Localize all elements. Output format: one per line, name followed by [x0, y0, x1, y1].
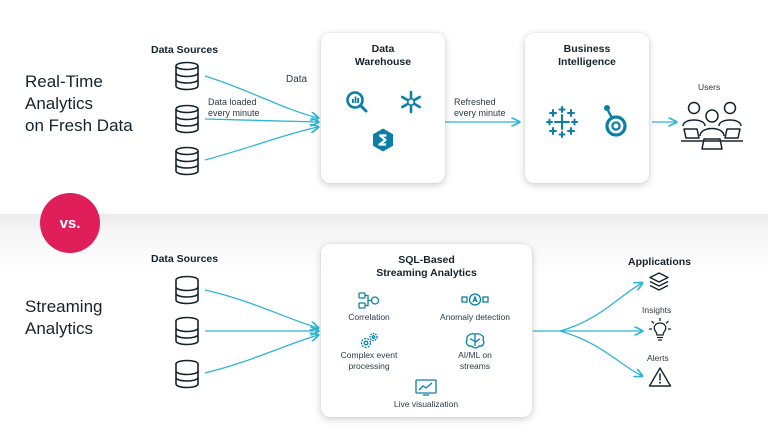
business-intelligence-card: Business Intelligence	[525, 33, 649, 183]
title-line: Streaming Analytics	[376, 267, 477, 279]
streaming-analytics-title: Streaming Analytics	[25, 296, 102, 340]
complex-event-processing-icon	[360, 332, 378, 349]
label-line: AI/ML on	[458, 350, 492, 360]
insights-label: Insights	[642, 305, 672, 315]
data-warehouse-card: Data Warehouse	[321, 33, 445, 183]
title-line: Analytics	[25, 94, 94, 113]
card-title: SQL-Based Streaming Analytics	[321, 254, 532, 280]
realtime-analytics-title: Real-Time Analytics on Fresh Data	[25, 71, 133, 137]
data-loaded-label: Data loaded every minute	[208, 97, 260, 119]
snowflake-icon	[401, 90, 421, 114]
label-line: Data loaded	[208, 97, 257, 107]
label-line: Complex event	[340, 350, 398, 360]
data-sources-label-top: Data Sources	[151, 44, 219, 56]
data-sources-label-bottom: Data Sources	[151, 253, 219, 265]
ai-ml-brain-icon	[465, 333, 485, 349]
anomaly-detection-icon	[461, 293, 489, 306]
title-line: Warehouse	[354, 56, 412, 68]
label-line: streams	[459, 361, 491, 371]
refreshed-label: Refreshed every minute	[454, 97, 506, 119]
applications-layers-icon	[649, 272, 669, 291]
lightbulb-icon	[648, 317, 672, 341]
database-icon	[175, 104, 199, 134]
users-label: Users	[698, 82, 721, 92]
vs-badge: vs.	[40, 193, 100, 253]
anomaly-detection-label: Anomaly detection	[440, 312, 510, 322]
label-line: Refreshed	[454, 97, 496, 107]
title-line: Analytics	[25, 319, 94, 338]
database-icon	[175, 359, 199, 389]
title-line: Data	[371, 43, 395, 55]
label-line: every minute	[454, 108, 506, 118]
title-line: SQL-Based	[398, 254, 455, 266]
database-icon	[175, 275, 199, 305]
label-line: every minute	[208, 108, 260, 118]
ai-ml-label: AI/ML on streams	[435, 350, 515, 372]
correlation-label: Correlation	[348, 312, 390, 322]
sql-streaming-analytics-card: SQL-Based Streaming Analytics Correlatio…	[321, 244, 532, 417]
title-line: on Fresh Data	[25, 116, 133, 135]
title-line: Business	[563, 43, 611, 55]
data-label: Data	[286, 74, 308, 85]
title-line: Streaming	[25, 297, 103, 316]
live-visualization-icon	[415, 379, 437, 396]
bottom-arrows	[204, 214, 768, 442]
complex-event-processing-label: Complex event processing	[329, 350, 409, 372]
database-icon	[175, 316, 199, 346]
tableau-icon	[546, 106, 578, 138]
card-title: Data Warehouse	[321, 43, 445, 69]
card-title: Business Intelligence	[525, 43, 649, 69]
title-line: Intelligence	[558, 56, 616, 68]
alerts-label: Alerts	[647, 353, 669, 363]
database-icon	[175, 61, 199, 91]
azure-synapse-icon	[373, 128, 393, 152]
database-icon	[175, 146, 199, 176]
alert-warning-icon	[648, 367, 672, 387]
title-line: Real-Time	[25, 72, 103, 91]
label-line: processing	[348, 361, 390, 371]
users-icon	[681, 101, 743, 150]
applications-label: Applications	[628, 256, 692, 268]
correlation-icon	[358, 292, 380, 309]
looker-icon	[604, 105, 627, 137]
live-visualization-label: Live visualization	[393, 399, 459, 409]
bigquery-icon	[346, 91, 368, 113]
top-source-arrows	[204, 75, 768, 161]
